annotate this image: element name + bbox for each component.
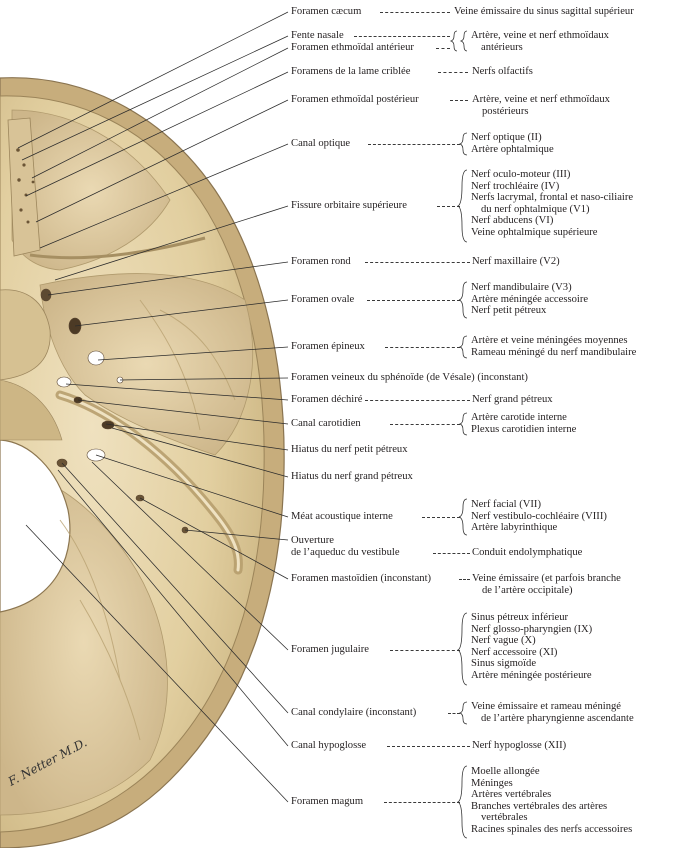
desc-fissure-orbitaire: Nerf oculo-moteur (III) Nerf trochléaire… [471,169,634,238]
label-foramen-rond: Foramen rond [291,256,351,267]
desc-foramen-dechire: Nerf grand pétreux [472,394,553,405]
label-foramen-magum: Foramen magum [291,796,364,807]
label-foramen-jugulaire: Foramen jugulaire [291,644,369,655]
desc-foramen-jugulaire: Sinus pétreux inférieur Nerf glosso-phar… [471,612,593,681]
sphenoid-body [0,289,51,381]
label-hiatus-grand-petreux: Hiatus du nerf grand pétreux [291,471,413,482]
label-foramen-dechire: Foramen déchiré [291,394,363,405]
desc-meat-acoustique: Nerf facial (VII) Nerf vestibulo-cochléa… [471,499,607,534]
middle-fossa [39,273,254,456]
desc-foramen-mastoidien: Veine émissaire (et parfois branche de l… [472,573,621,596]
desc-foramen-rond: Nerf maxillaire (V2) [472,256,560,267]
label-foramen-epineux: Foramen épineux [291,341,365,352]
desc-foramen-magum: Moelle allongée Méninges Artères vertébr… [471,766,633,835]
label-fente-nasale: Fente nasale [291,30,344,41]
desc-canal-condylaire: Veine émissaire et rameau méningé de l’a… [471,701,634,724]
label-foramen-caecum: Foramen cæcum [291,6,362,17]
desc-lame-criblee: Nerfs olfactifs [472,66,533,77]
label-meat-acoustique-interne: Méat acoustique interne [291,511,393,522]
label-canal-optique: Canal optique [291,138,351,149]
label-fissure-orbitaire-superieure: Fissure orbitaire supérieure [291,200,407,211]
label-foramen-vesale: Foramen veineux du sphénoïde (de Vésale)… [291,372,528,383]
label-foramen-ethmoidal-posterieur: Foramen ethmoïdal postérieur [291,94,419,105]
clivus [0,379,63,441]
foramen-magnum [0,439,71,613]
cribriform-plate [7,117,41,257]
label-foramen-ethmoidal-anterieur: Foramen ethmoïdal antérieur [291,42,414,53]
desc-foramen-ovale: Nerf mandibulaire (V3) Artère méningée a… [471,282,589,317]
desc-ethmoidal-posterieur: Artère, veine et nerf ethmoïdaux postéri… [472,94,610,117]
desc-ethmoidal-anterieur: Artère, veine et nerf ethmoïdaux antérie… [471,30,609,53]
cribriform-foramina [16,148,35,224]
desc-canal-optique: Nerf optique (II) Artère ophtalmique [471,132,554,155]
anterior-fossa [11,109,171,271]
label-canal-hypoglosse: Canal hypoglosse [291,740,367,751]
label-canal-condylaire: Canal condylaire (inconstant) [291,707,417,718]
label-lame-criblee: Foramens de la lame criblée [291,66,411,77]
label-hiatus-petit-petreux: Hiatus du nerf petit pétreux [291,444,408,455]
desc-canal-carotidien: Artère carotide interne Plexus carotidie… [471,412,577,435]
desc-foramen-epineux: Artère et veine méningées moyennes Ramea… [471,335,637,358]
label-ouverture: Ouverture [291,535,334,546]
label-canal-carotidien: Canal carotidien [291,418,361,429]
desc-canal-hypoglosse: Nerf hypoglosse (XII) [472,740,567,751]
desc-foramen-caecum: Veine émissaire du sinus sagittal supéri… [454,6,634,17]
label-aqueduc-vestibule: de l’aqueduc du vestibule [291,547,400,558]
desc-aqueduc-vestibule: Conduit endolymphatique [472,547,583,558]
label-foramen-ovale: Foramen ovale [291,294,355,305]
lesser-wing [29,236,206,260]
label-foramen-mastoidien: Foramen mastoïdien (inconstant) [291,573,432,584]
leader-lines [17,11,289,803]
